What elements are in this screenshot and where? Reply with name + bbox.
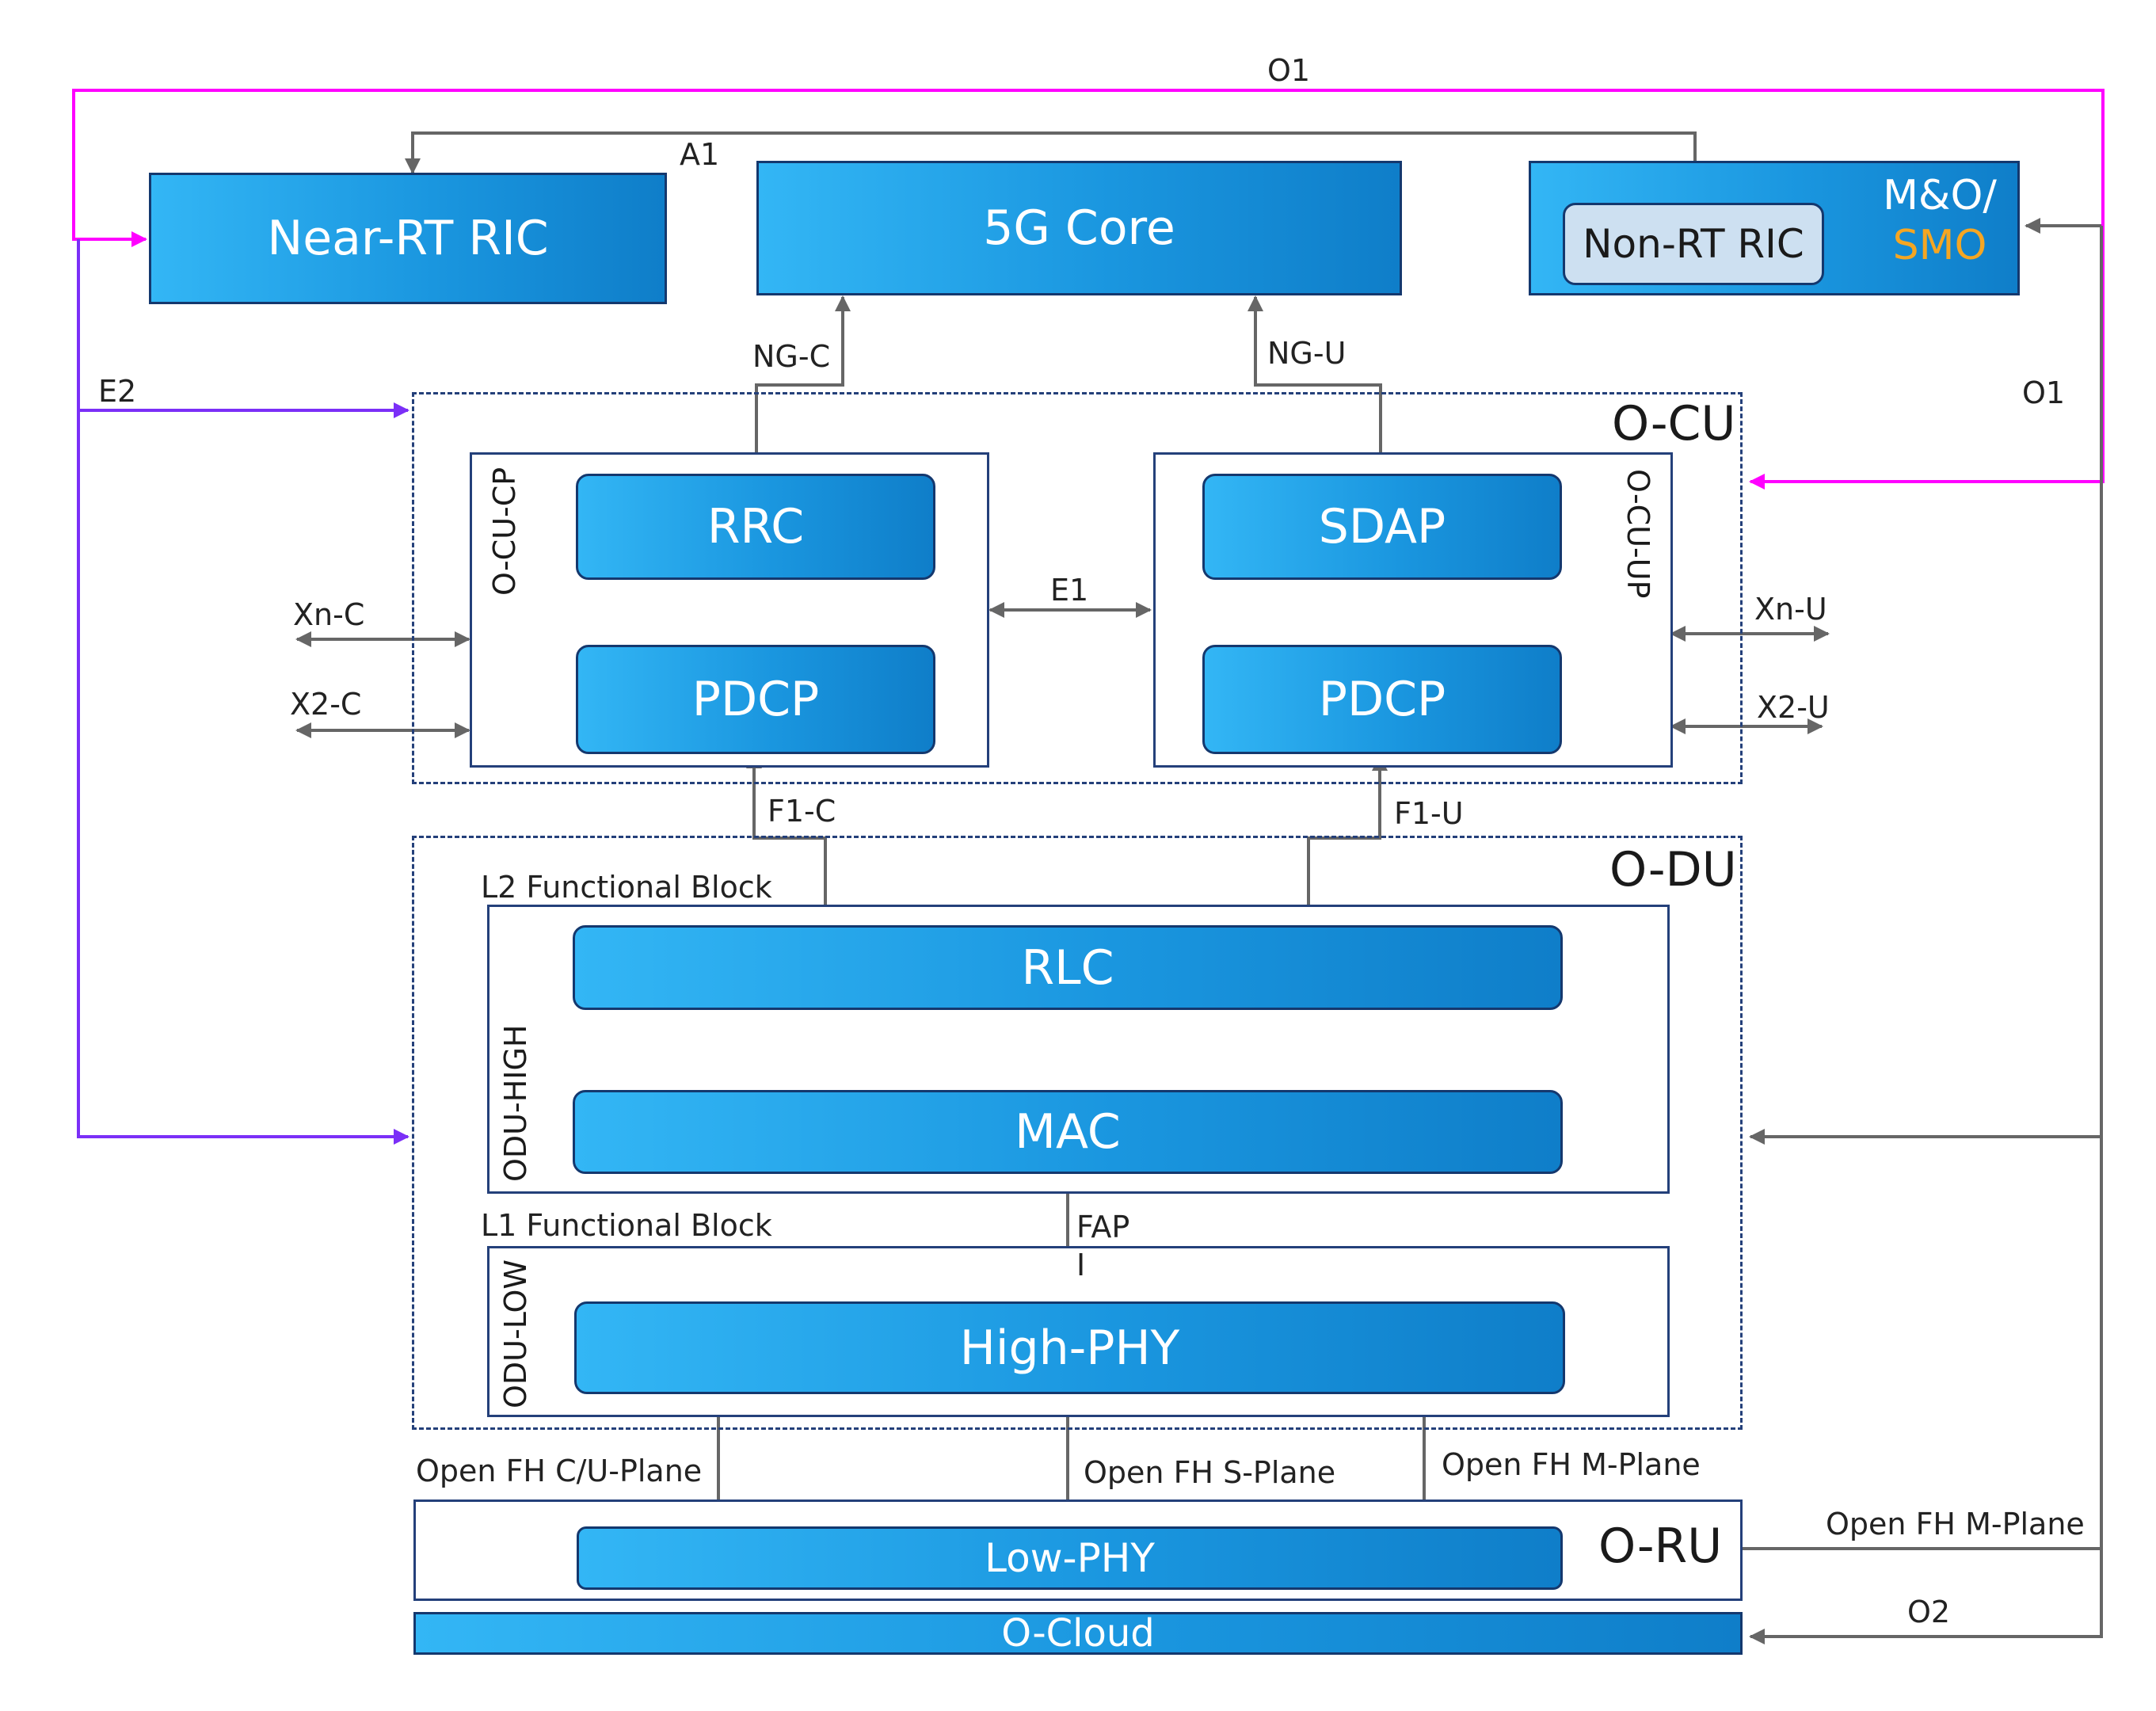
pdcp-cp-label: PDCP bbox=[691, 672, 820, 727]
o1-top-label: O1 bbox=[1267, 53, 1311, 88]
pdcp-up-label: PDCP bbox=[1318, 672, 1446, 727]
mac-block: MAC bbox=[573, 1090, 1563, 1174]
near-rt-ric-label: Near-RT RIC bbox=[267, 211, 549, 266]
fh-m-plane-right-label: Open FH M-Plane bbox=[1826, 1507, 2085, 1541]
non-rt-ric-block: Non-RT RIC bbox=[1563, 203, 1824, 285]
low-phy-block: Low-PHY bbox=[577, 1526, 1563, 1590]
ng-u-label: NG-U bbox=[1267, 336, 1347, 371]
a1-label: A1 bbox=[680, 137, 720, 172]
low-phy-label: Low-PHY bbox=[985, 1535, 1155, 1581]
pdcp-up-block: PDCP bbox=[1202, 645, 1562, 754]
x2-u-label: X2-U bbox=[1757, 690, 1830, 725]
f1-u-label: F1-U bbox=[1394, 796, 1464, 831]
fh-cu-plane-label: Open FH C/U-Plane bbox=[416, 1454, 703, 1488]
l1-block-label: L1 Functional Block bbox=[481, 1208, 772, 1243]
smo-label: SMO bbox=[1892, 222, 1987, 270]
e1-label: E1 bbox=[1050, 573, 1089, 608]
l2-block-label: L2 Functional Block bbox=[481, 870, 772, 905]
fapi-label-1: FAP bbox=[1076, 1210, 1130, 1244]
o1-right-label: O1 bbox=[2022, 375, 2066, 410]
high-phy-label: High-PHY bbox=[959, 1320, 1180, 1376]
high-phy-block: High-PHY bbox=[574, 1301, 1565, 1394]
mac-label: MAC bbox=[1015, 1104, 1121, 1160]
o-du-label: O-DU bbox=[1609, 842, 1737, 897]
rlc-label: RLC bbox=[1021, 939, 1114, 996]
x2-c-label: X2-C bbox=[290, 687, 362, 722]
smo-block: Non-RT RIC M&O/ SMO bbox=[1529, 161, 2020, 295]
e2-label: E2 bbox=[98, 374, 137, 409]
core-block: 5G Core bbox=[756, 161, 1402, 295]
o-cu-cp-label: O-CU-CP bbox=[487, 467, 522, 596]
sdap-block: SDAP bbox=[1202, 474, 1562, 580]
rrc-label: RRC bbox=[707, 499, 805, 554]
smo-title: M&O/ SMO bbox=[1868, 171, 2011, 272]
o2-label: O2 bbox=[1907, 1595, 1951, 1629]
mo-label: M&O/ bbox=[1883, 172, 1997, 219]
ng-c-label: NG-C bbox=[752, 339, 831, 374]
core-label: 5G Core bbox=[983, 200, 1175, 256]
o-ru-label: O-RU bbox=[1598, 1519, 1723, 1574]
o-cu-group bbox=[412, 392, 1743, 784]
fh-s-plane-label: Open FH S-Plane bbox=[1084, 1455, 1336, 1490]
sdap-label: SDAP bbox=[1318, 499, 1446, 554]
fh-m-plane-label: Open FH M-Plane bbox=[1442, 1447, 1701, 1482]
o-cloud-label: O-Cloud bbox=[1001, 1611, 1155, 1656]
o-cloud-block: O-Cloud bbox=[413, 1611, 1743, 1656]
near-rt-ric-block: Near-RT RIC bbox=[149, 173, 667, 304]
o-du-group bbox=[412, 836, 1743, 1430]
xn-u-label: Xn-U bbox=[1754, 592, 1827, 627]
o-cu-up-label: O-CU-UP bbox=[1621, 469, 1655, 599]
pdcp-cp-block: PDCP bbox=[576, 645, 935, 754]
fapi-label-2: I bbox=[1076, 1248, 1086, 1282]
e2-line bbox=[77, 239, 409, 1145]
rlc-block: RLC bbox=[573, 925, 1563, 1010]
rrc-block: RRC bbox=[576, 474, 935, 580]
f1-c-label: F1-C bbox=[768, 794, 836, 829]
non-rt-ric-label: Non-RT RIC bbox=[1583, 221, 1804, 267]
grey-connectors bbox=[295, 131, 2103, 1644]
odu-high-label: ODU-HIGH bbox=[498, 1024, 533, 1183]
odu-low-label: ODU-LOW bbox=[498, 1259, 533, 1408]
xn-c-label: Xn-C bbox=[293, 597, 365, 632]
o-cu-label: O-CU bbox=[1612, 396, 1736, 452]
